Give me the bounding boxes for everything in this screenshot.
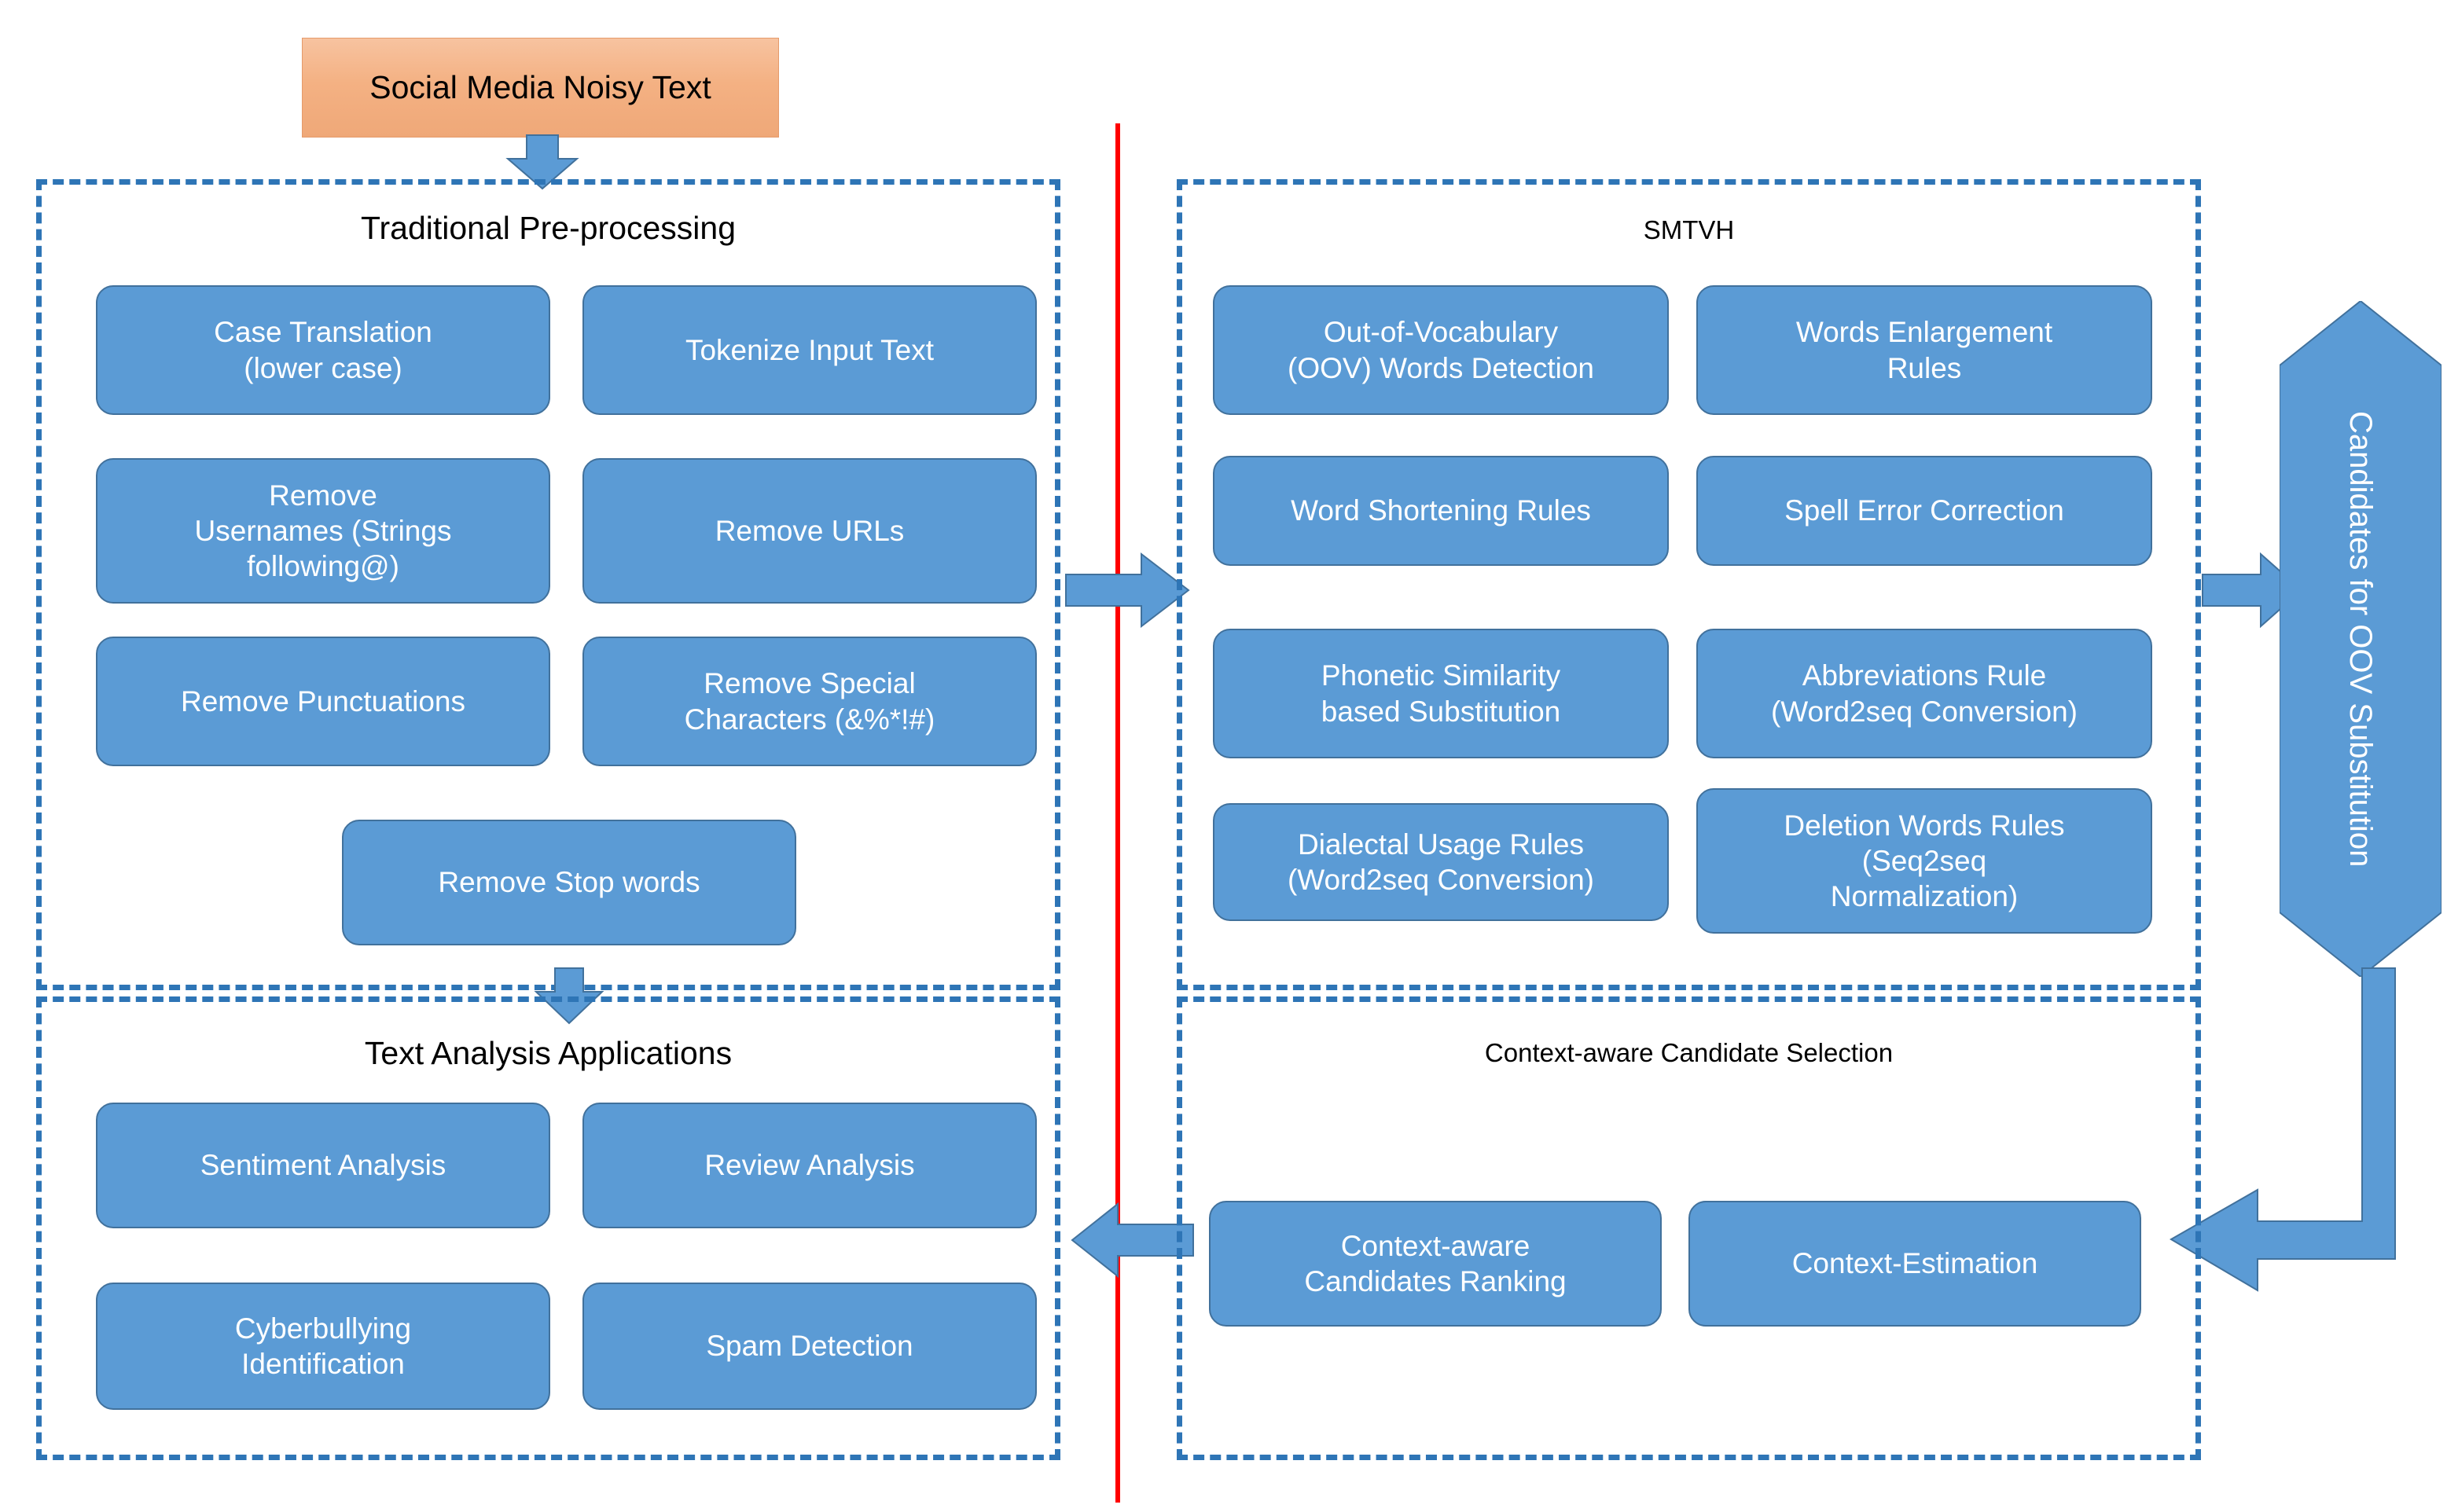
process-box-context-aware-candidates-ranking: Context-aware Candidates Ranking (1209, 1201, 1662, 1327)
process-box-label: Phonetic Similarity based Substitution (1321, 659, 1561, 728)
process-box-label: Remove Usernames (Strings following@) (194, 479, 452, 583)
process-box-label: Deletion Words Rules (Seq2seq Normalizat… (1784, 809, 2065, 913)
process-box-spam-detection: Spam Detection (582, 1283, 1037, 1410)
process-box-label: Out-of-Vocabulary (OOV) Words Detection (1288, 316, 1594, 384)
process-box-phonetic-similarity-substitution: Phonetic Similarity based Substitution (1213, 629, 1669, 758)
process-box-dialectal-usage-rules: Dialectal Usage Rules (Word2seq Conversi… (1213, 803, 1669, 921)
arrow-preprocessing-to-smtvh (1065, 552, 1190, 629)
process-box-label: Remove Stop words (438, 866, 700, 899)
panel-smtvh (1177, 179, 2201, 990)
process-box-case-translation: Case Translation (lower case) (96, 285, 550, 415)
process-box-label: Dialectal Usage Rules (Word2seq Conversi… (1287, 828, 1595, 896)
arrow-candidates-to-context-selection (2170, 967, 2396, 1292)
process-box-remove-punctuations: Remove Punctuations (96, 637, 550, 766)
red-divider-line (1115, 123, 1120, 1503)
process-box-label: Remove URLs (715, 514, 905, 547)
process-box-label: Abbreviations Rule (Word2seq Conversion) (1770, 659, 2078, 728)
process-box-words-enlargement-rules: Words Enlargement Rules (1696, 285, 2152, 415)
process-box-label: Remove Special Characters (&%*!#) (684, 667, 935, 736)
process-box-label: Words Enlargement Rules (1795, 316, 2053, 384)
arrow-context-selection-to-applications (1071, 1202, 1194, 1279)
process-box-label: Context-Estimation (1791, 1247, 2038, 1280)
input-node-social-media-noisy-text: Social Media Noisy Text (302, 38, 779, 138)
process-box-remove-stop-words: Remove Stop words (342, 820, 796, 945)
panel-title-traditional-preprocessing: Traditional Pre-processing (360, 210, 737, 246)
process-box-remove-urls: Remove URLs (582, 458, 1037, 604)
arrow-preprocessing-to-applications (534, 967, 604, 1025)
panel-context-aware-candidate-selection (1177, 996, 2201, 1460)
process-box-remove-special-characters: Remove Special Characters (&%*!#) (582, 637, 1037, 766)
process-box-context-estimation: Context-Estimation (1688, 1201, 2141, 1327)
process-box-deletion-words-rules: Deletion Words Rules (Seq2seq Normalizat… (1696, 788, 2152, 934)
process-box-oov-words-detection: Out-of-Vocabulary (OOV) Words Detection (1213, 285, 1669, 415)
process-box-label: Cyberbullying Identification (234, 1312, 412, 1380)
input-node-label: Social Media Noisy Text (369, 68, 711, 105)
process-box-label: Spam Detection (706, 1330, 913, 1363)
panel-title-text-analysis-applications: Text Analysis Applications (364, 1035, 733, 1071)
process-box-spell-error-correction: Spell Error Correction (1696, 456, 2152, 566)
process-box-cyberbullying-identification: Cyberbullying Identification (96, 1283, 550, 1410)
process-box-label: Sentiment Analysis (200, 1149, 446, 1182)
process-box-label: Context-aware Candidates Ranking (1304, 1229, 1567, 1297)
panel-title-context-aware-candidate-selection: Context-aware Candidate Selection (1484, 1038, 1894, 1067)
process-box-sentiment-analysis: Sentiment Analysis (96, 1103, 550, 1228)
process-box-label: Remove Punctuations (181, 684, 465, 717)
panel-traditional-preprocessing (36, 179, 1060, 990)
process-box-review-analysis: Review Analysis (582, 1103, 1037, 1228)
process-box-tokenize-input-text: Tokenize Input Text (582, 285, 1037, 415)
process-box-label: Case Translation (lower case) (214, 316, 432, 384)
process-box-label: Review Analysis (704, 1149, 915, 1182)
panel-text-analysis-applications (36, 996, 1060, 1460)
process-box-label: Tokenize Input Text (685, 333, 935, 366)
process-box-remove-usernames: Remove Usernames (Strings following@) (96, 458, 550, 604)
process-box-label: Spell Error Correction (1784, 494, 2064, 527)
process-box-label: Word Shortening Rules (1291, 494, 1591, 527)
arrow-input-to-preprocessing (505, 134, 579, 190)
process-box-abbreviations-rule: Abbreviations Rule (Word2seq Conversion) (1696, 629, 2152, 758)
process-box-word-shortening-rules: Word Shortening Rules (1213, 456, 1669, 566)
panel-title-smtvh: SMTVH (1643, 215, 1735, 244)
pipeline-node-candidates-for-oov-substitution: Candidates for OOV Substitution (2280, 301, 2441, 977)
